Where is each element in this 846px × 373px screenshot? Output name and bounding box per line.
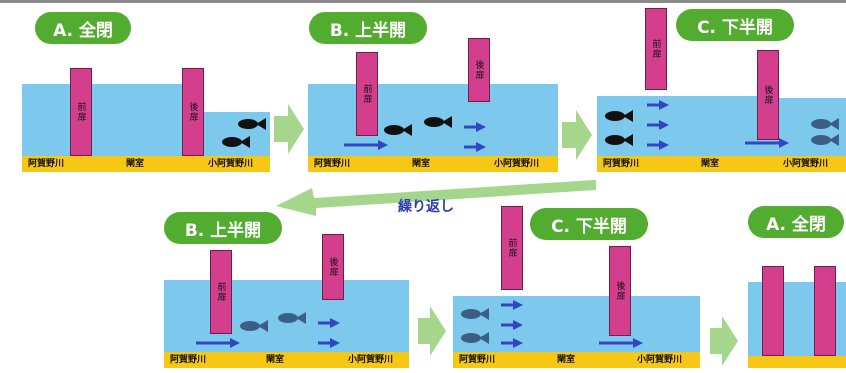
- rear-gate: 後扉: [322, 234, 344, 300]
- flow-direction-icon: [599, 338, 643, 348]
- ground-strip: 阿賀野川 閘室 小阿賀野川: [453, 352, 700, 368]
- label-chamber: 閘室: [126, 159, 145, 169]
- label-koagano: 小阿賀野川: [208, 159, 254, 169]
- step-label-a2: A. 全閉: [748, 206, 844, 238]
- front-gate: 前扉: [501, 206, 523, 290]
- water-level: [597, 98, 846, 156]
- fish-icon: [238, 118, 266, 130]
- flow-arrow-icon: [562, 110, 592, 160]
- label-koagano: 小阿賀野川: [348, 355, 394, 365]
- front-gate: 前扉: [645, 8, 667, 90]
- ground-strip: 阿賀野川 閘室 小阿賀野川: [22, 156, 270, 172]
- lock-panel-b2: 前扉 後扉 阿賀野川 閘室 小阿賀野川: [164, 214, 409, 368]
- flow-direction-icon: [501, 338, 523, 348]
- rear-gate: [814, 266, 836, 356]
- front-gate: [762, 266, 784, 356]
- repeat-arrow-icon: [276, 180, 596, 216]
- label-chamber: 閘室: [557, 355, 576, 365]
- water-right: [194, 112, 270, 156]
- rear-gate: 後扉: [468, 38, 490, 102]
- flow-arrow-icon: [418, 306, 446, 356]
- flow-direction-icon: [464, 122, 486, 132]
- ground-strip: 阿賀野川 閘室 小阿賀野川: [308, 156, 558, 172]
- fish-icon: [605, 110, 633, 122]
- ground-strip: [748, 356, 846, 368]
- fish-icon: [461, 308, 489, 320]
- top-divider: [0, 0, 846, 3]
- flow-arrow-icon: [274, 104, 304, 154]
- label-agano: 阿賀野川: [459, 355, 496, 365]
- fish-icon: [240, 320, 268, 332]
- label-agano: 阿賀野川: [170, 355, 207, 365]
- flow-direction-icon: [344, 140, 388, 150]
- front-gate: 前扉: [70, 68, 92, 156]
- step-label-c1: C. 下半開: [676, 9, 794, 41]
- lock-panel-b1: 前扉 後扉 阿賀野川 閘室 小阿賀野川: [308, 38, 558, 172]
- rear-gate: 後扉: [609, 246, 631, 336]
- step-label-b2: B. 上半開: [164, 212, 282, 244]
- fish-icon: [811, 134, 839, 146]
- label-agano: 阿賀野川: [28, 159, 65, 169]
- ground-strip: 阿賀野川 閘室 小阿賀野川: [164, 352, 409, 368]
- fish-icon: [384, 124, 412, 136]
- lock-panel-a1: 前扉 後扉 阿賀野川 閘室 小阿賀野川: [22, 40, 270, 172]
- ground-strip: 阿賀野川 閘室 小阿賀野川: [597, 156, 846, 172]
- flow-direction-icon: [647, 100, 669, 110]
- water-level: [453, 296, 700, 352]
- rear-gate: 後扉: [757, 50, 779, 140]
- water-left: [22, 84, 70, 156]
- label-agano: 阿賀野川: [314, 159, 351, 169]
- step-label-b1: B. 上半開: [309, 12, 427, 44]
- front-gate: 前扉: [356, 52, 378, 136]
- fish-icon: [278, 312, 306, 324]
- label-agano: 阿賀野川: [603, 159, 640, 169]
- fish-icon: [605, 134, 633, 146]
- flow-arrow-icon: [710, 316, 738, 366]
- label-chamber: 閘室: [412, 159, 431, 169]
- fish-icon: [811, 118, 839, 130]
- label-koagano: 小阿賀野川: [494, 159, 540, 169]
- flow-direction-icon: [501, 320, 523, 330]
- label-koagano: 小阿賀野川: [637, 355, 683, 365]
- flow-direction-icon: [464, 142, 486, 152]
- label-chamber: 閘室: [701, 159, 720, 169]
- fish-icon: [461, 332, 489, 344]
- step-label-a1: A. 全閉: [35, 12, 131, 44]
- flow-direction-icon: [501, 300, 523, 310]
- water-raised-left: [597, 96, 767, 100]
- fish-icon: [424, 116, 452, 128]
- flow-direction-icon: [647, 140, 669, 150]
- lock-panel-c2: 前扉 後扉 阿賀野川 閘室 小阿賀野川: [453, 206, 700, 368]
- flow-direction-icon: [647, 120, 669, 130]
- fish-icon: [222, 136, 250, 148]
- rear-gate: 後扉: [182, 68, 204, 156]
- flow-direction-icon: [318, 318, 340, 328]
- flow-direction-icon: [745, 138, 789, 148]
- flow-direction-icon: [196, 338, 240, 348]
- lock-panel-a2: [748, 240, 846, 368]
- front-gate: 前扉: [210, 250, 232, 334]
- step-label-c2: C. 下半開: [530, 208, 648, 240]
- label-chamber: 閘室: [266, 355, 285, 365]
- label-koagano: 小阿賀野川: [783, 159, 829, 169]
- lock-panel-c1: 前扉 後扉 阿賀野川 閘室 小阿賀野川: [597, 8, 846, 172]
- flow-direction-icon: [318, 338, 340, 348]
- repeat-label: 繰り返し: [398, 199, 454, 215]
